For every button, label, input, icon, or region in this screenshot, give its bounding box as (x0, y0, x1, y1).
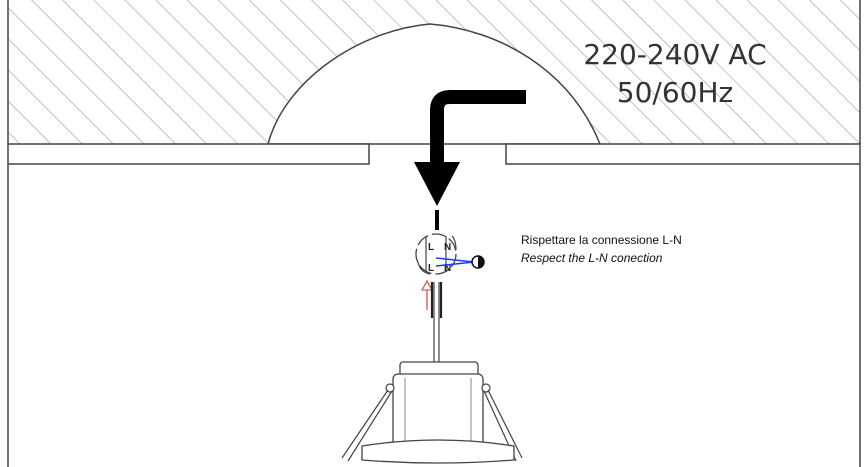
live-label-bottom: L (428, 263, 434, 274)
ceiling-board (7, 143, 861, 467)
neutral-label-bottom: N (444, 263, 451, 274)
live-label-top: L (428, 242, 434, 253)
supply-voltage: 220-240V AC (583, 38, 767, 71)
downlight-fixture (341, 361, 523, 464)
insert-arrow-icon (420, 279, 434, 310)
supply-arrow (414, 90, 526, 206)
neutral-label-top: N (444, 242, 451, 253)
terminal-block: L N L N (415, 233, 485, 275)
lamp-wires (430, 282, 443, 362)
instruction-english: Respect the L-N conection (521, 251, 663, 265)
instruction-italian: Rispettare la connessione L-N (521, 233, 682, 247)
supply-frequency: 50/60Hz (616, 76, 734, 109)
ceiling-cavity (267, 23, 602, 145)
